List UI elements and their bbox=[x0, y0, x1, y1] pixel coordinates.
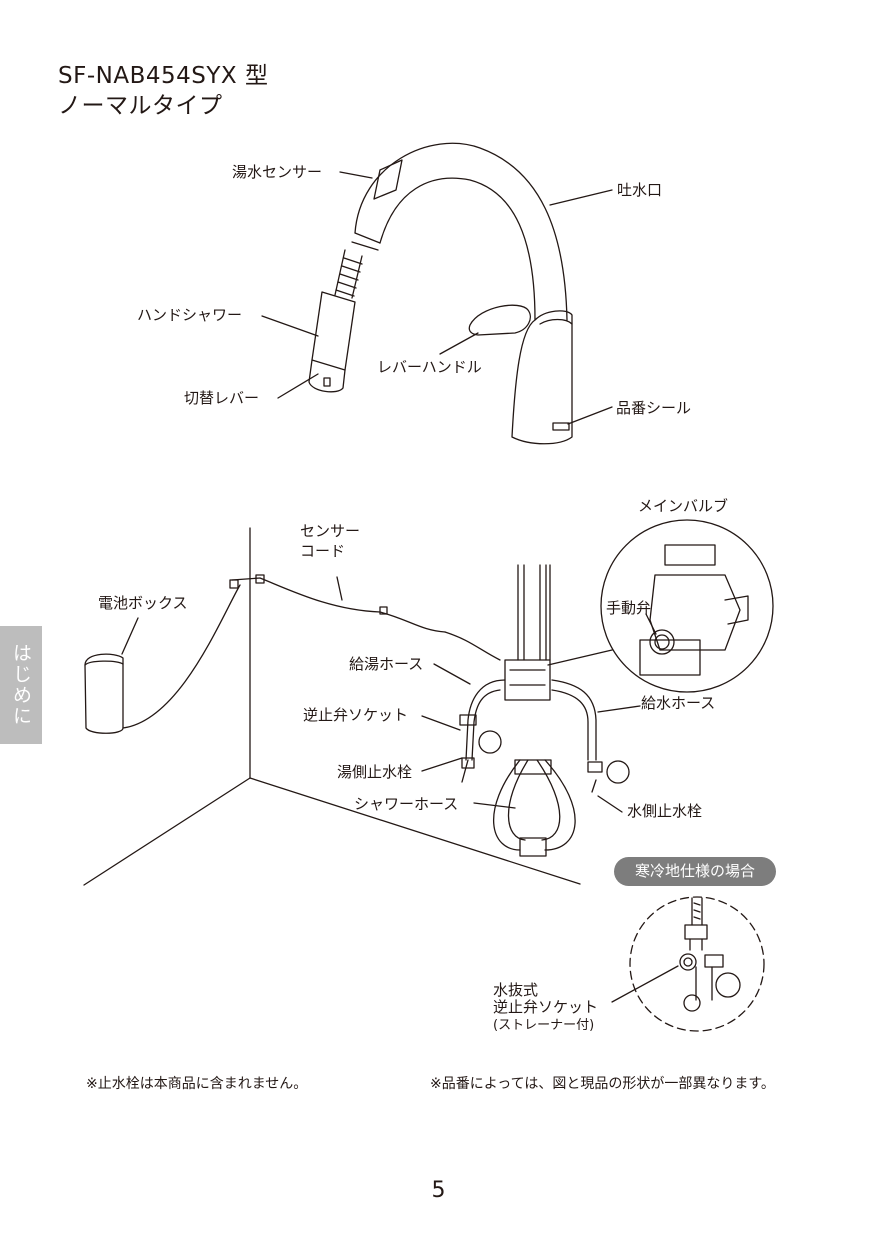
strainer-note-label: (ストレーナー付) bbox=[493, 1018, 595, 1033]
main-valve-detail bbox=[639, 544, 749, 676]
sensor-label: 湯水センサー bbox=[232, 163, 323, 181]
sensor-cord-label-line1: センサー bbox=[300, 522, 361, 540]
product-seal-label: 品番シール bbox=[616, 399, 692, 417]
stop-valve-note: ※止水栓は本商品に含まれません。 bbox=[86, 1076, 308, 1092]
installation-drawing bbox=[83, 519, 774, 886]
hot-stop-valve-label: 湯側止水栓 bbox=[337, 763, 413, 781]
drain-check-valve-label: 逆止弁ソケット bbox=[493, 998, 599, 1016]
model-title: SF-NAB454SYX 型 bbox=[58, 63, 269, 89]
hand-shower-label: ハンドシャワー bbox=[137, 306, 243, 324]
hot-hose-label: 給湯ホース bbox=[349, 655, 424, 673]
manual-valve-label: 手動弁 bbox=[606, 599, 652, 617]
spout-label: 吐水口 bbox=[617, 181, 663, 199]
cold-stop-valve-label: 水側止水栓 bbox=[627, 802, 703, 820]
cold-region-drawing bbox=[611, 896, 765, 1032]
sensor-cord-label-line2: コード bbox=[300, 542, 346, 560]
lever-handle-label: レバーハンドル bbox=[377, 358, 482, 376]
cold-region-badge: 寒冷地仕様の場合 bbox=[614, 857, 776, 886]
check-valve-socket-label: 逆止弁ソケット bbox=[303, 706, 409, 724]
section-tab: はじめに bbox=[0, 626, 42, 744]
shower-hose-label: シャワーホース bbox=[354, 795, 459, 813]
battery-box-label: 電池ボックス bbox=[98, 594, 188, 612]
main-valve-label: メインバルブ bbox=[638, 497, 729, 515]
drain-type-label: 水抜式 bbox=[493, 981, 539, 999]
faucet-drawing bbox=[261, 142, 613, 445]
switch-lever-label: 切替レバー bbox=[184, 389, 260, 407]
type-subtitle: ノーマルタイプ bbox=[58, 93, 223, 119]
product-variation-note: ※品番によっては、図と現品の形状が一部異なります。 bbox=[430, 1076, 775, 1092]
page-number: 5 bbox=[431, 1178, 446, 1203]
supply-hose-label: 給水ホース bbox=[641, 694, 716, 712]
